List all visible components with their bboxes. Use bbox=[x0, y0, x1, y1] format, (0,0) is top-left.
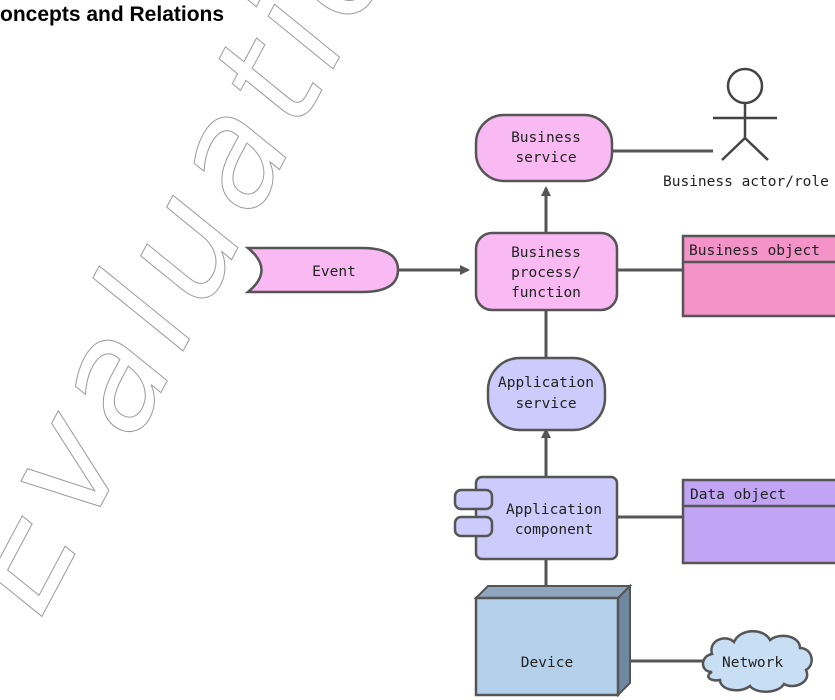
business-service-label-2: service bbox=[515, 150, 576, 166]
business-process-label-3: function bbox=[511, 285, 581, 301]
business-service-node[interactable]: Business service bbox=[474, 113, 614, 183]
network-node[interactable]: Network bbox=[701, 630, 813, 693]
application-service-label-2: service bbox=[515, 396, 576, 412]
device-label: Device bbox=[521, 655, 573, 671]
business-object-node[interactable]: Business object bbox=[681, 234, 835, 318]
component-tab-icon bbox=[453, 515, 494, 538]
component-tab-icon bbox=[453, 488, 494, 511]
application-component-label-1: Application bbox=[506, 502, 602, 518]
business-actor-label: Business actor/role bbox=[663, 174, 829, 190]
business-object-label: Business object bbox=[689, 243, 820, 259]
application-component-label-2: component bbox=[515, 522, 594, 538]
data-object-label: Data object bbox=[690, 487, 786, 503]
event-label: Event bbox=[312, 264, 356, 280]
business-process-label-1: Business bbox=[511, 245, 581, 261]
data-object-node[interactable]: Data object bbox=[681, 478, 835, 565]
business-process-label-2: process/ bbox=[511, 265, 581, 281]
page-title: oncepts and Relations bbox=[0, 3, 225, 26]
application-service-label-1: Application bbox=[498, 375, 594, 391]
application-service-node[interactable]: Application service bbox=[486, 356, 607, 432]
business-actor-icon[interactable] bbox=[713, 67, 777, 161]
network-label: Network bbox=[722, 655, 783, 671]
application-component-node[interactable]: Application component bbox=[453, 475, 619, 561]
event-node[interactable]: Event bbox=[244, 246, 400, 294]
device-node[interactable]: Device bbox=[473, 583, 633, 698]
business-process-node[interactable]: Business process/ function bbox=[474, 231, 619, 312]
business-service-label-1: Business bbox=[511, 130, 581, 146]
